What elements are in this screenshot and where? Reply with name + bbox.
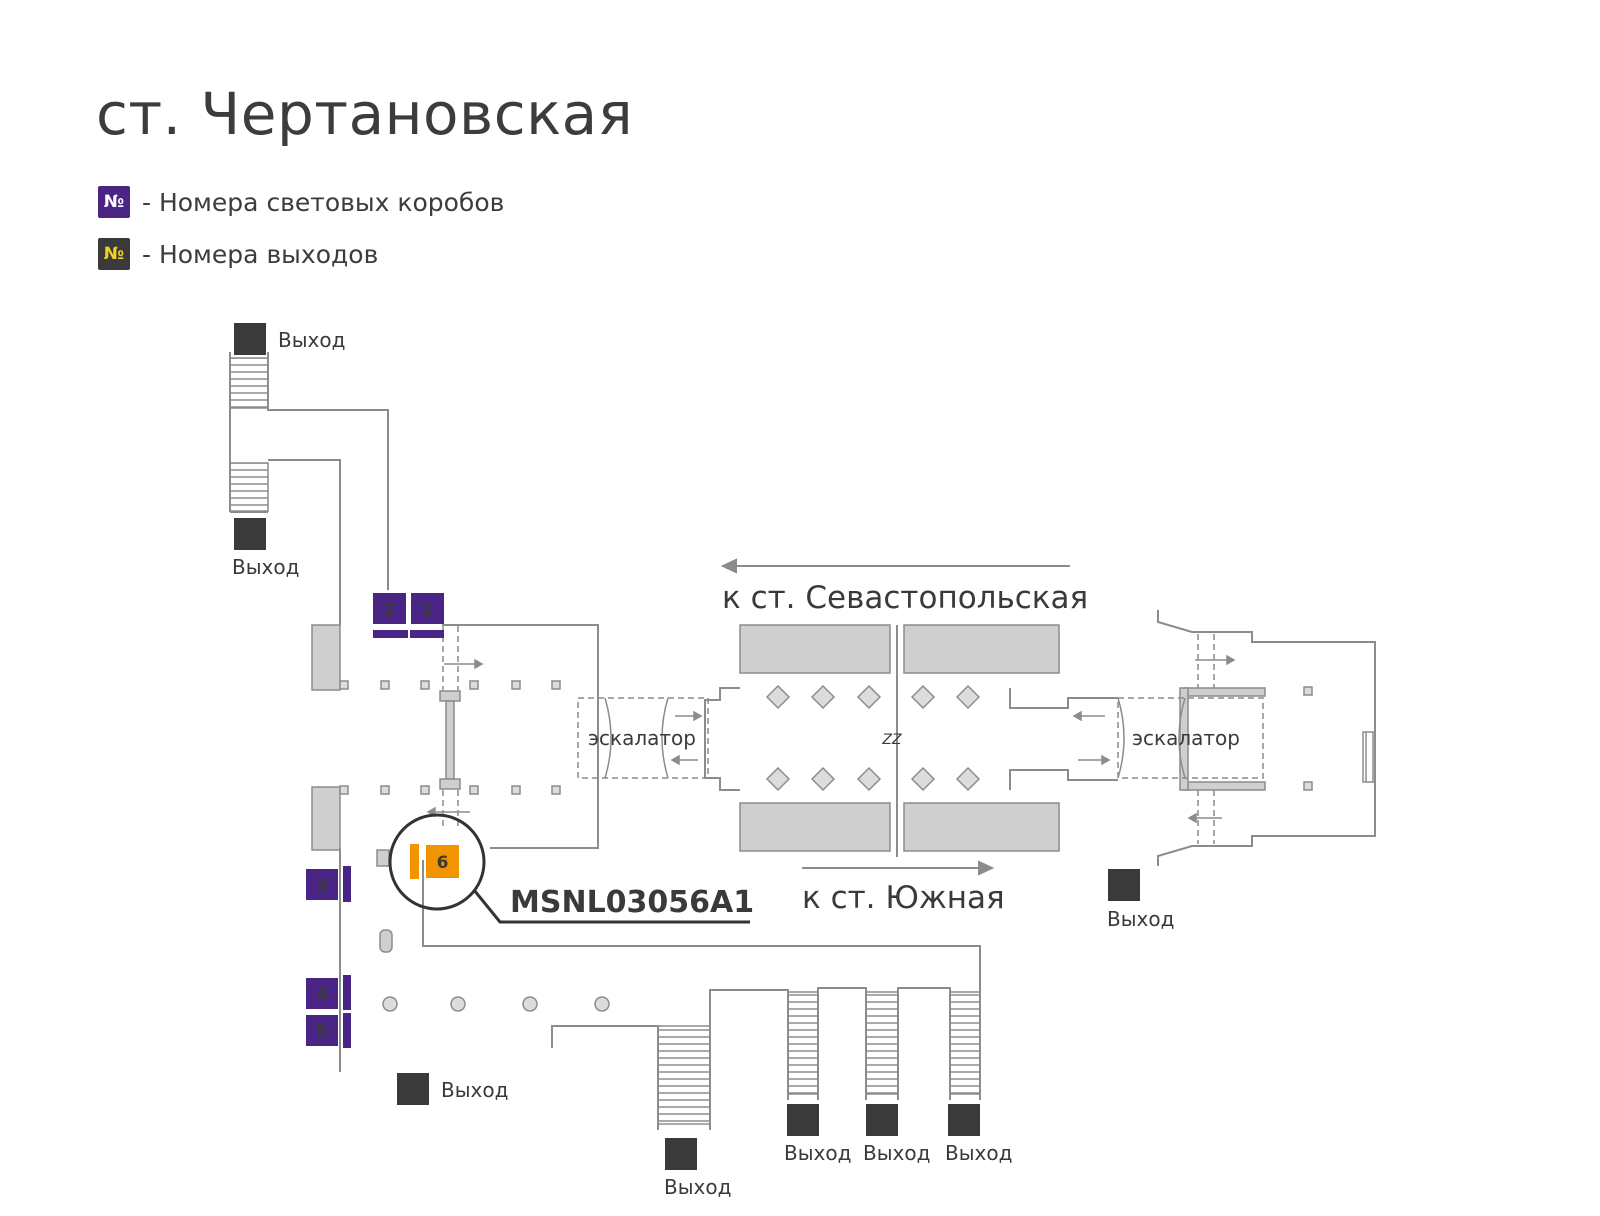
highlight-num: 6	[437, 853, 449, 873]
lightbox-1: 1	[410, 593, 444, 638]
exit-8-label: Выход	[945, 1141, 1012, 1165]
highlight-callout: 6 MSNL03056A1	[388, 813, 754, 924]
exit-4-label: Выход	[441, 1078, 508, 1102]
stairs-group	[229, 357, 1376, 1125]
exit-2-num: 2	[244, 331, 256, 351]
legend-exit: № - Номера выходов	[98, 238, 378, 270]
exit-markers: 2 Выход 3 Выход 4 Выход 5 Выход 6 Выход …	[232, 323, 1174, 1199]
left-wall-block-bottom	[311, 786, 341, 851]
exit-2: 2 Выход	[234, 323, 345, 355]
legend-lightbox-badge: №	[98, 186, 130, 218]
legend-lightbox-text: - Номера световых коробов	[142, 187, 505, 217]
stairs-exit-3	[229, 462, 269, 512]
lightbox-4: 4	[306, 975, 351, 1010]
exit-7-num: 7	[876, 1112, 888, 1132]
direction-north-label: к ст. Севастопольская	[722, 580, 1088, 616]
escalator-right-outline	[1117, 697, 1264, 779]
lightbox-3-num: 3	[316, 876, 328, 896]
lightbox-3: 3	[306, 866, 351, 902]
stairs-right	[1362, 731, 1376, 783]
columns	[339, 680, 1313, 1012]
exit-6: 6 Выход	[784, 1104, 851, 1165]
center-mark: ZZ	[881, 732, 902, 748]
south-arrow-head	[978, 860, 995, 876]
lightbox-5: 5	[306, 1013, 351, 1048]
lightbox-2-num: 2	[384, 600, 396, 620]
north-arrow-head	[720, 558, 737, 574]
exit-1: 1 Выход	[1107, 869, 1174, 931]
highlight-leader-line	[472, 889, 750, 924]
exit-1-label: Выход	[1107, 907, 1174, 931]
platform-wall-bottom-right	[903, 802, 1060, 852]
stairs-exit-7	[865, 991, 899, 1095]
exit-7: 7 Выход	[863, 1104, 930, 1165]
exit-5: 5 Выход	[664, 1138, 731, 1199]
highlight-code: MSNL03056A1	[510, 885, 754, 920]
stairs-exit-5	[657, 1025, 711, 1125]
direction-south-label: к ст. Южная	[802, 880, 1005, 916]
exit-6-label: Выход	[784, 1141, 851, 1165]
lightbox-2: 2	[373, 593, 408, 638]
station-title: ст. Чертановская	[96, 80, 634, 148]
platform-wall-top-left	[739, 624, 891, 674]
exit-7-label: Выход	[863, 1141, 930, 1165]
exit-8-num: 8	[958, 1112, 970, 1132]
legend-exit-text: - Номера выходов	[142, 239, 379, 269]
legend-exit-badge: №	[98, 238, 130, 270]
exit-5-label: Выход	[664, 1175, 731, 1199]
stairs-exit-8	[949, 991, 981, 1095]
exit-3-num: 3	[244, 526, 256, 546]
lightbox-5-num: 5	[316, 1022, 328, 1042]
structures	[311, 624, 1266, 953]
flow-arrows	[426, 654, 1236, 824]
exit-8: 8 Выход	[945, 1104, 1012, 1165]
platform-wall-top-right	[903, 624, 1060, 674]
exit-6-num: 6	[797, 1112, 809, 1132]
exit-1-num: 1	[1118, 877, 1130, 897]
exit-4-num: 4	[407, 1081, 419, 1101]
escalator-right-label: эскалатор	[1132, 726, 1240, 750]
stairs-exit-2	[229, 357, 269, 409]
platform-wall-bottom-left	[739, 802, 891, 852]
lightbox-markers: 2 1 3 4 5	[306, 593, 444, 1048]
exit-5-num: 5	[675, 1146, 687, 1166]
exit-4: 4 Выход	[397, 1073, 508, 1105]
lightbox-1-num: 1	[422, 600, 434, 620]
escalator-left-outline	[577, 697, 709, 779]
highlight-circle	[388, 813, 486, 911]
stairs-exit-6	[787, 991, 819, 1095]
lightbox-4-num: 4	[316, 985, 328, 1005]
highlight-bar	[410, 844, 419, 879]
left-wall-block-top	[311, 624, 341, 691]
escalators	[442, 626, 1264, 844]
highlight-badge	[426, 845, 459, 878]
escalator-left-label: эскалатор	[588, 726, 696, 750]
exit-3-label: Выход	[232, 555, 299, 579]
legend-lightbox: № - Номера световых коробов	[98, 186, 504, 218]
exit-3: 3 Выход	[232, 518, 299, 579]
exit-2-label: Выход	[278, 328, 345, 352]
